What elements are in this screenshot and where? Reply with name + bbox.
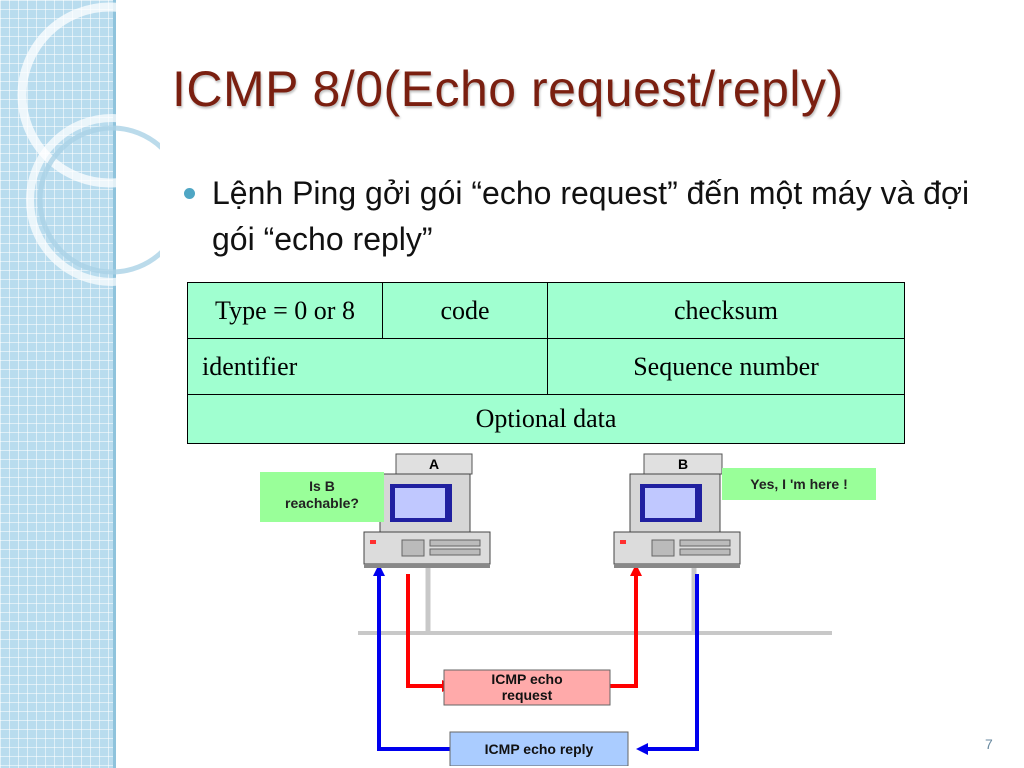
host-a-callout: Is B reachable? bbox=[260, 472, 384, 522]
request-arrow-icon bbox=[630, 564, 642, 576]
host-a-label: A bbox=[429, 456, 439, 472]
reply-arrow-icon bbox=[373, 564, 385, 576]
identifier-field: identifier bbox=[187, 338, 548, 395]
host-b-callout-box bbox=[722, 468, 876, 500]
reply-path-a bbox=[377, 572, 450, 751]
request-path-b bbox=[610, 572, 638, 688]
type-field: Type = 0 or 8 bbox=[187, 282, 383, 339]
bullet-dot-icon bbox=[184, 188, 195, 199]
sequence-number-field: Sequence number bbox=[547, 338, 905, 395]
request-box-line-1: ICMP echo bbox=[491, 671, 562, 687]
host-b-label: B bbox=[678, 456, 688, 472]
page-number: 7 bbox=[985, 736, 993, 752]
host-b-computer-icon: B bbox=[613, 453, 741, 568]
checksum-field: checksum bbox=[547, 282, 905, 339]
decorative-rings bbox=[17, 2, 160, 286]
reply-path-b bbox=[646, 574, 699, 751]
reply-box-label: ICMP echo reply bbox=[485, 741, 594, 757]
host-a-callout-box bbox=[260, 472, 384, 522]
bullet-item: Lệnh Ping gởi gói “echo request” đến một… bbox=[184, 170, 1004, 262]
code-field: code bbox=[382, 282, 548, 339]
host-b-callout-text: Yes, I 'm here ! bbox=[750, 476, 848, 492]
ping-network-diagram: ICMP echo request ICMP echo reply A Is B… bbox=[260, 453, 876, 766]
optional-data-field: Optional data bbox=[187, 394, 905, 444]
host-b-callout: Yes, I 'm here ! bbox=[722, 468, 876, 500]
reply-arrow-in-icon bbox=[636, 743, 648, 755]
icmp-header-table: Type = 0 or 8 code checksum identifier S… bbox=[187, 282, 905, 444]
table-row: Type = 0 or 8 code checksum bbox=[187, 282, 905, 339]
host-a-callout-line-1: Is B bbox=[309, 478, 335, 494]
bullet-text: Lệnh Ping gởi gói “echo request” đến một… bbox=[212, 175, 970, 257]
request-path-a bbox=[406, 574, 444, 688]
table-row: identifier Sequence number bbox=[187, 338, 905, 395]
slide-title: ICMP 8/0(Echo request/reply) bbox=[172, 61, 844, 117]
icmp-reply-box bbox=[449, 731, 629, 766]
request-box-line-2: request bbox=[502, 687, 553, 703]
icmp-request-box bbox=[443, 669, 611, 706]
host-a-callout-line-2: reachable? bbox=[285, 495, 359, 511]
table-row: Optional data bbox=[187, 394, 905, 444]
decorative-sidebar-edge bbox=[113, 0, 116, 768]
host-a-computer-icon: A bbox=[363, 453, 491, 568]
